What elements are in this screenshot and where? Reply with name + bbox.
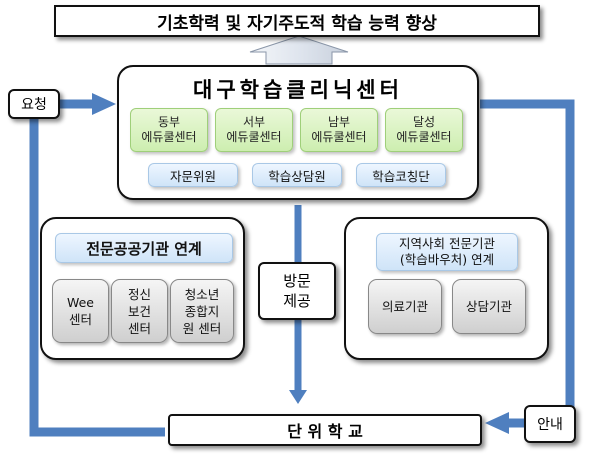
center-dalseong: 달성 에듀쿨센터 bbox=[385, 108, 463, 152]
public-item-wee: Wee 센터 bbox=[52, 279, 109, 343]
community-link-title: 지역사회 전문기관 (학습바우처) 연계 bbox=[376, 233, 518, 271]
guide-label: 안내 bbox=[537, 417, 563, 433]
up-arrow bbox=[249, 35, 349, 65]
guide-arrow-head bbox=[485, 412, 509, 434]
school-box: 단 위 학 교 bbox=[168, 414, 482, 446]
request-flow-arrow bbox=[29, 99, 165, 437]
community-item-counseling: 상담기관 bbox=[452, 279, 526, 334]
center-east: 동부 에듀쿨센터 bbox=[130, 108, 208, 152]
clinic-title: 대구학습클리닉센터 bbox=[193, 78, 403, 102]
goal-box: 기초학력 및 자기주도적 학습 능력 향상 bbox=[54, 5, 540, 37]
staff-coach: 학습코칭단 bbox=[356, 163, 446, 187]
center-west: 서부 에듀쿨센터 bbox=[215, 108, 293, 152]
center-south: 남부 에듀쿨센터 bbox=[300, 108, 378, 152]
request-arrow-head bbox=[92, 93, 116, 115]
staff-counselor: 학습상담원 bbox=[252, 163, 342, 187]
request-label: 요청 bbox=[21, 97, 47, 113]
school-text: 단 위 학 교 bbox=[287, 422, 363, 441]
public-item-mental-health: 정신 보건 센터 bbox=[111, 279, 168, 343]
goal-text: 기초학력 및 자기주도적 학습 능력 향상 bbox=[157, 13, 437, 34]
public-link-title: 전문공공기관 연계 bbox=[55, 233, 233, 263]
visit-label-box: 방문 제공 bbox=[258, 262, 336, 320]
public-item-youth-support: 청소년 종합지 원 센터 bbox=[170, 279, 234, 343]
guide-label-box: 안내 bbox=[524, 405, 576, 443]
community-item-medical: 의료기관 bbox=[368, 279, 442, 334]
visit-label: 방문 제공 bbox=[283, 272, 311, 310]
staff-advisor: 자문위원 bbox=[148, 163, 238, 187]
visit-arrow-head bbox=[289, 390, 307, 404]
request-label-box: 요청 bbox=[8, 89, 60, 119]
